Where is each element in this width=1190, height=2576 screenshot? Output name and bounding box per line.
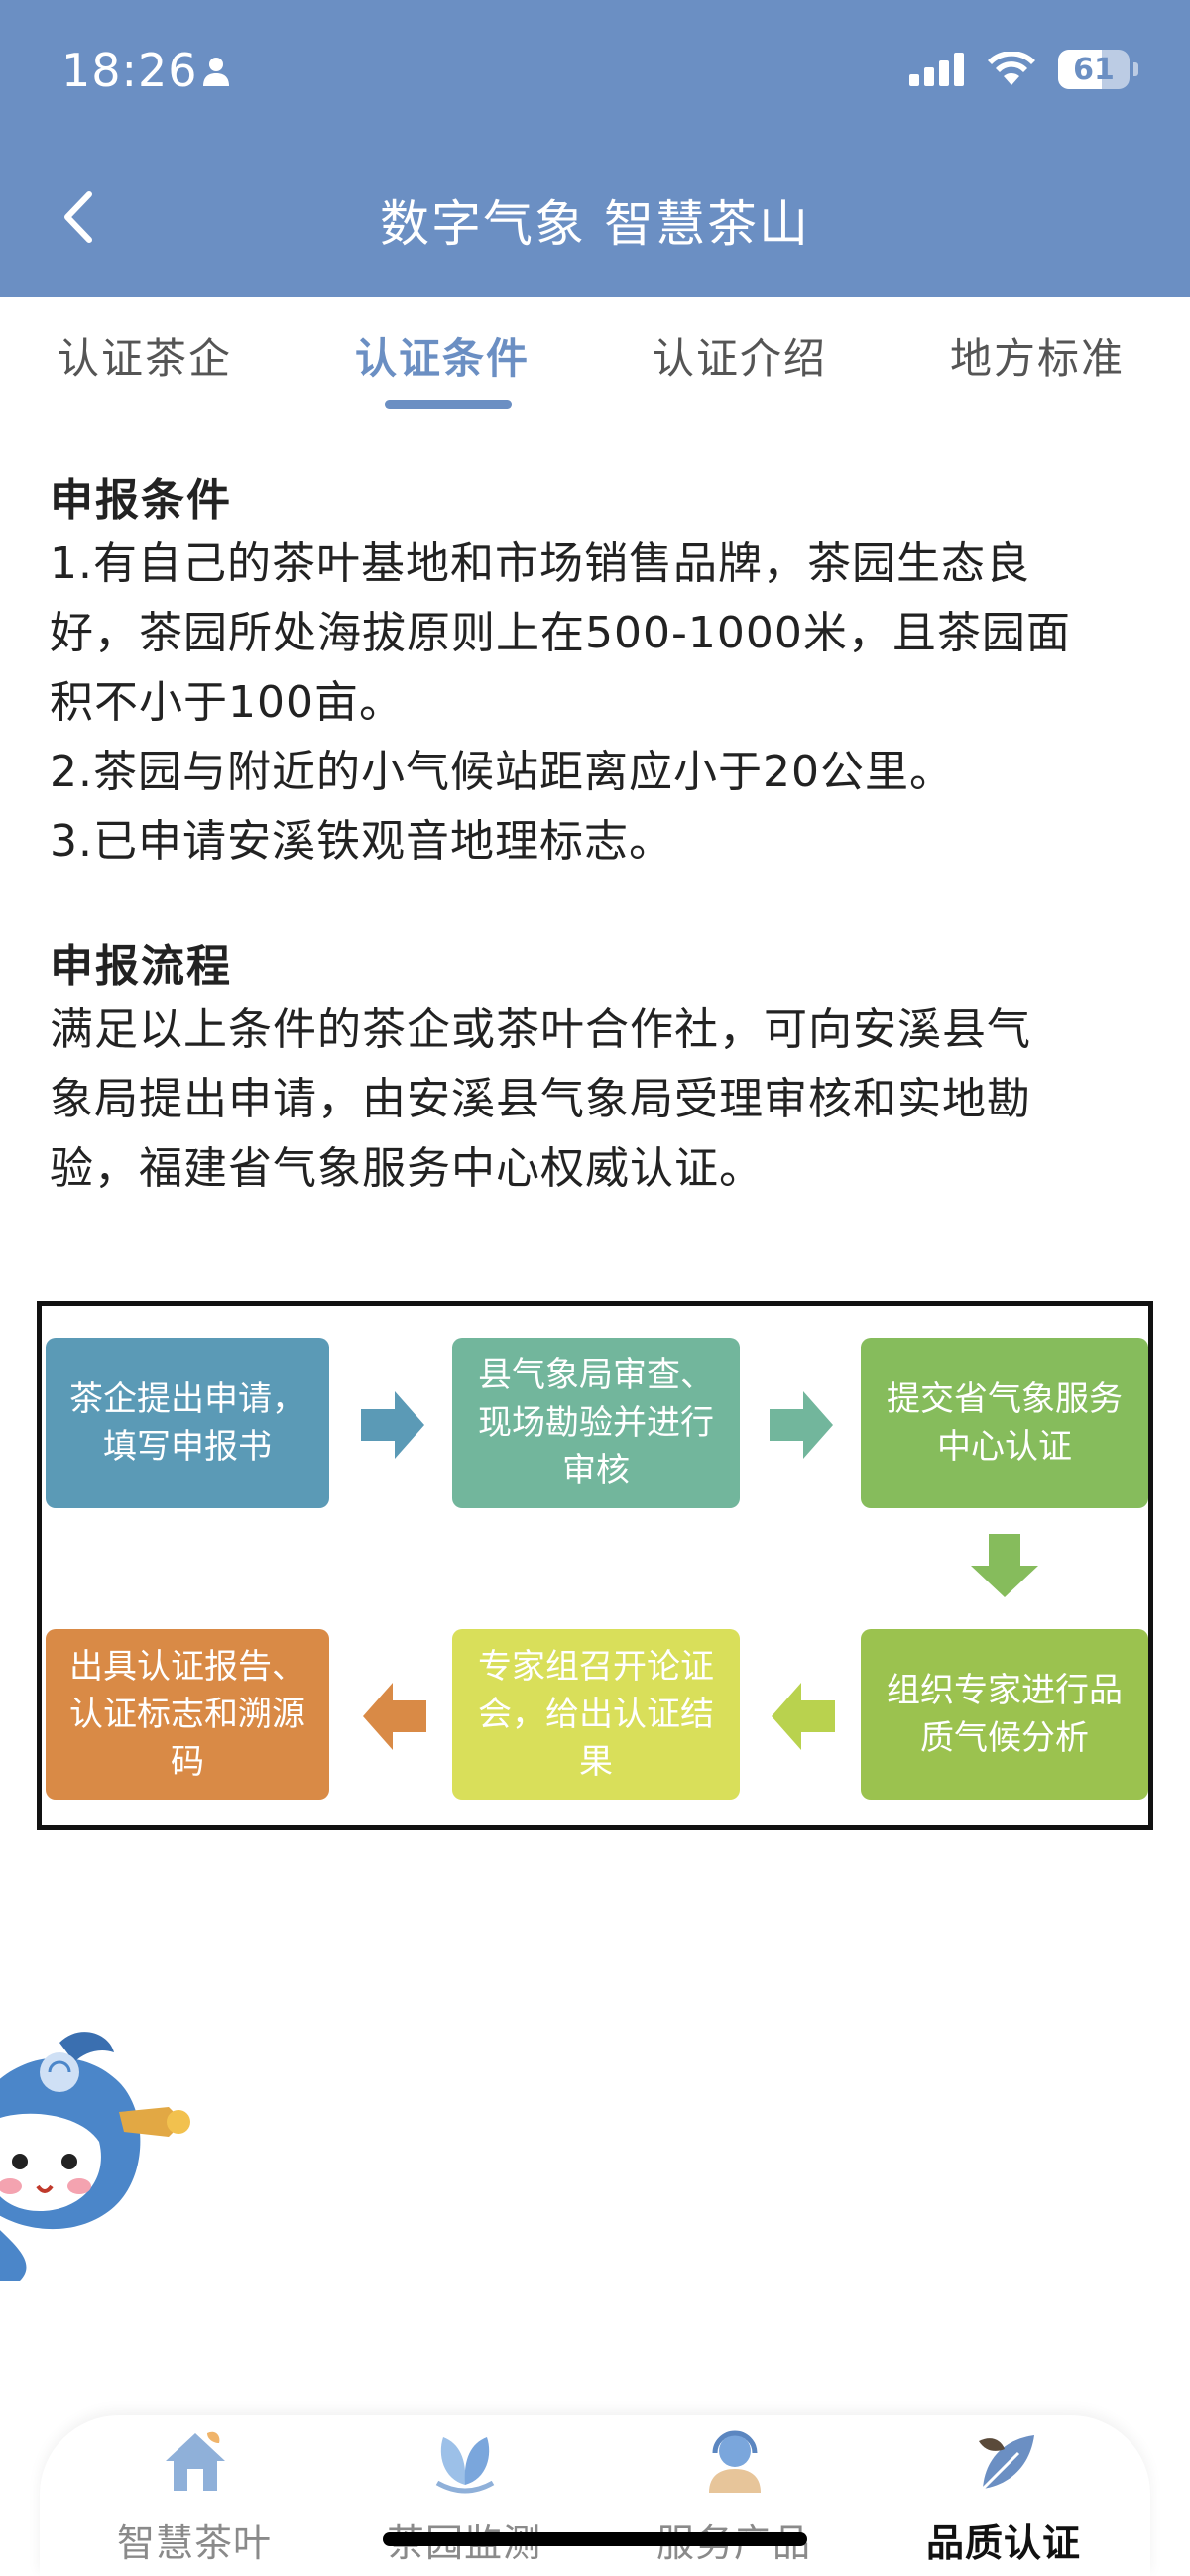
quality-leaf-icon	[979, 2435, 1034, 2491]
process-line: 满足以上条件的茶企或茶叶合作社，可向安溪县气	[50, 1004, 1031, 1055]
signal-icon	[909, 53, 964, 86]
process-text: 满足以上条件的茶企或茶叶合作社，可向安溪县气 象局提出申请，由安溪县气象局受理审…	[50, 995, 1160, 1204]
arrow-right-icon	[770, 1391, 833, 1459]
home-icon	[166, 2431, 225, 2491]
tab-certification-conditions[interactable]: 认证条件	[355, 334, 531, 383]
flow-step-county-review: 县气象局审查、现场勘验并进行审核	[452, 1338, 740, 1508]
battery-nub	[1133, 62, 1138, 76]
arrow-right-icon	[361, 1391, 424, 1459]
mascot-character	[0, 2032, 190, 2281]
process-line: 验，福建省气象服务中心权威认证。	[50, 1143, 764, 1194]
back-button[interactable]	[56, 182, 105, 252]
flow-step-expert-analysis: 组织专家进行品质气候分析	[861, 1629, 1148, 1800]
battery-level: 61	[1073, 52, 1115, 87]
nav-service-products[interactable]: 服务产品	[615, 2425, 853, 2574]
flow-step-expert-review: 专家组召开论证会，给出认证结果	[452, 1629, 740, 1800]
active-tab-indicator	[385, 400, 512, 409]
nav-label: 智慧茶叶	[116, 2521, 272, 2565]
bottom-navigation: 智慧茶叶 茶园监测 服务产品 品质认证	[40, 2415, 1150, 2576]
conditions-line: 3.已申请安溪铁观音地理标志。	[50, 816, 673, 867]
process-title: 申报流程	[50, 941, 232, 992]
tab-certified-companies[interactable]: 认证茶企	[58, 334, 233, 383]
arrow-left-icon	[363, 1683, 426, 1750]
conditions-line: 1.有自己的茶叶基地和市场销售品牌，茶园生态良	[50, 538, 1030, 589]
person-icon	[203, 58, 229, 86]
wifi-icon	[988, 52, 1035, 85]
page-title: 数字气象 智慧茶山	[380, 195, 810, 253]
tab-certification-intro[interactable]: 认证介绍	[653, 334, 828, 383]
nav-quality-cert[interactable]: 品质认证	[885, 2425, 1123, 2574]
conditions-title: 申报条件	[50, 475, 232, 526]
conditions-line: 2.茶园与附近的小气候站距离应小于20公里。	[50, 747, 954, 797]
tab-local-standards[interactable]: 地方标准	[950, 334, 1126, 383]
process-line: 象局提出申请，由安溪县气象局受理审核和实地勘	[50, 1074, 1031, 1124]
conditions-line: 积不小于100亩。	[50, 677, 404, 728]
conditions-line: 好，茶园所处海拔原则上在500-1000米，且茶园面	[50, 608, 1071, 658]
nav-smart-tea[interactable]: 智慧茶叶	[75, 2425, 313, 2574]
status-right: 61	[909, 50, 1138, 89]
status-time: 18:26	[61, 44, 198, 97]
battery-indicator: 61	[1058, 50, 1130, 89]
flow-step-issue-report: 出具认证报告、认证标志和溯源码	[46, 1629, 329, 1800]
flow-step-provincial-cert: 提交省气象服务中心认证	[861, 1338, 1148, 1508]
nav-label: 品质认证	[925, 2521, 1081, 2565]
arrow-left-icon	[772, 1683, 835, 1750]
service-person-icon	[709, 2430, 761, 2493]
battery-fill	[1058, 50, 1102, 89]
home-indicator	[383, 2532, 807, 2546]
flow-step-apply: 茶企提出申请，填写申报书	[46, 1338, 329, 1508]
tab-bar: 认证茶企 认证条件 认证介绍 地方标准	[0, 297, 1190, 409]
nav-garden-monitor[interactable]: 茶园监测	[345, 2425, 583, 2574]
app-header: 18:26 61 数字气象 智慧茶山	[0, 0, 1190, 297]
process-flowchart: 茶企提出申请，填写申报书 县气象局审查、现场勘验并进行审核 提交省气象服务中心认…	[37, 1301, 1153, 1830]
conditions-text: 1.有自己的茶叶基地和市场销售品牌，茶园生态良 好，茶园所处海拔原则上在500-…	[50, 529, 1160, 877]
leaf-monitor-icon	[435, 2437, 495, 2494]
arrow-down-icon	[971, 1534, 1038, 1597]
chevron-left-icon	[64, 191, 92, 243]
